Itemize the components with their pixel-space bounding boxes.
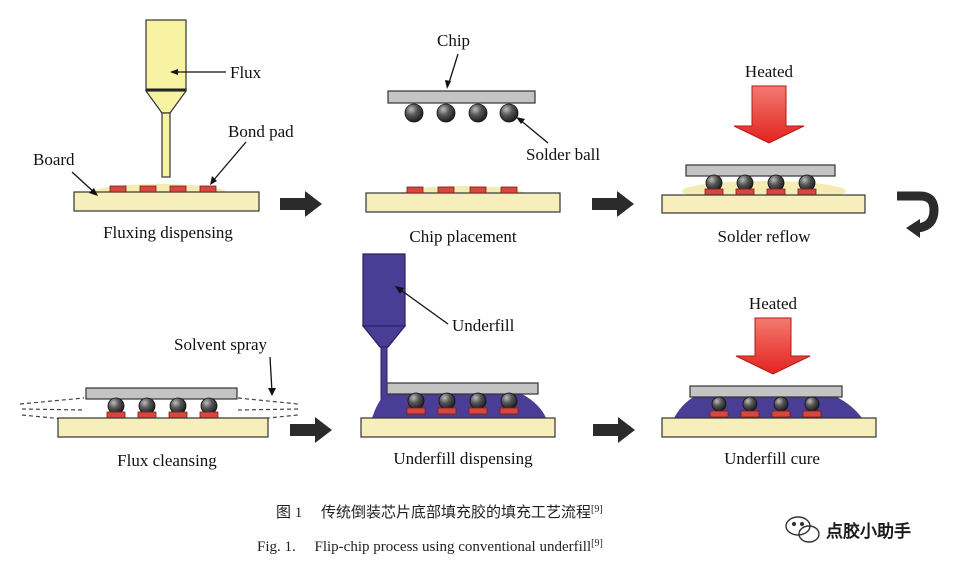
- step-caption-2: Chip placement: [409, 227, 516, 246]
- label-underfill: Underfill: [452, 316, 515, 335]
- board-4: [57, 417, 269, 438]
- step-fluxing-dispensing: Flux Bond pad Board Fluxing dispensing: [33, 19, 294, 242]
- flux-syringe-body: [145, 19, 187, 91]
- chip-5: [386, 382, 539, 395]
- step-flux-cleansing: Solvent spray Flux cleansing: [19, 335, 299, 470]
- return-arrow-icon: [897, 191, 939, 238]
- step-caption-5: Underfill dispensing: [393, 449, 533, 468]
- bond-pads-4: [106, 411, 219, 419]
- step-chip-placement: Chip Solder ball Chip placement: [365, 31, 600, 246]
- label-flux: Flux: [230, 63, 262, 82]
- chip-3: [685, 164, 836, 177]
- step-caption-6: Underfill cure: [724, 449, 820, 468]
- label-heated-2: Heated: [749, 294, 798, 313]
- flux-syringe-taper: [144, 90, 188, 114]
- flow-arrow-icon: [592, 191, 634, 217]
- solder-balls-2: [404, 103, 519, 123]
- heat-arrow-icon: [735, 317, 811, 375]
- solder-balls-5: [407, 392, 518, 410]
- board-1: [73, 191, 260, 212]
- flow-arrow-icon: [280, 191, 322, 217]
- bond-pads-1: [109, 185, 217, 193]
- chip-6: [689, 385, 843, 398]
- board-6: [661, 417, 877, 438]
- label-bond-pad: Bond pad: [228, 122, 294, 141]
- step-caption-1: Fluxing dispensing: [103, 223, 233, 242]
- underfill-material-6: [674, 394, 862, 418]
- watermark: 点胶小助手: [785, 516, 911, 543]
- flux-needle: [161, 112, 171, 178]
- step-caption-3: Solder reflow: [717, 227, 811, 246]
- solder-balls-4: [107, 397, 218, 415]
- flow-arrow-icon: [290, 417, 332, 443]
- step-underfill-dispensing: Underfill Underfill dispensing: [360, 253, 556, 468]
- chip-2: [387, 90, 536, 104]
- flow-arrow-icon: [593, 417, 635, 443]
- board-2: [365, 192, 561, 213]
- bond-pads-6: [709, 410, 822, 418]
- wechat-logo-icon: [785, 516, 820, 543]
- watermark-text: 点胶小助手: [826, 521, 911, 542]
- label-solder-ball: Solder ball: [526, 145, 600, 164]
- caption-chinese: 图 1 传统倒装芯片底部填充胶的填充工艺流程[9]: [276, 504, 603, 521]
- caption-english: Fig. 1. Flip-chip process using conventi…: [257, 538, 603, 555]
- figure-caption: 图 1 传统倒装芯片底部填充胶的填充工艺流程[9] Fig. 1. Flip-c…: [257, 504, 603, 555]
- label-chip: Chip: [437, 31, 470, 50]
- solder-balls-6: [711, 396, 820, 412]
- label-board: Board: [33, 150, 75, 169]
- board-3: [661, 194, 866, 214]
- step-caption-4: Flux cleansing: [117, 451, 217, 470]
- bond-pads-2: [406, 186, 518, 194]
- step-underfill-cure: Heated Underfill cure: [661, 294, 877, 468]
- bond-pads-5: [406, 407, 519, 415]
- label-solvent-spray: Solvent spray: [174, 335, 268, 354]
- step-solder-reflow: Heated Solder reflow: [661, 62, 866, 246]
- board-5: [360, 417, 556, 438]
- heat-arrow-icon: [733, 85, 805, 144]
- underfill-material-5: [372, 394, 546, 418]
- chip-4: [85, 387, 238, 400]
- underfill-syringe-taper: [361, 325, 407, 348]
- label-heated-1: Heated: [745, 62, 794, 81]
